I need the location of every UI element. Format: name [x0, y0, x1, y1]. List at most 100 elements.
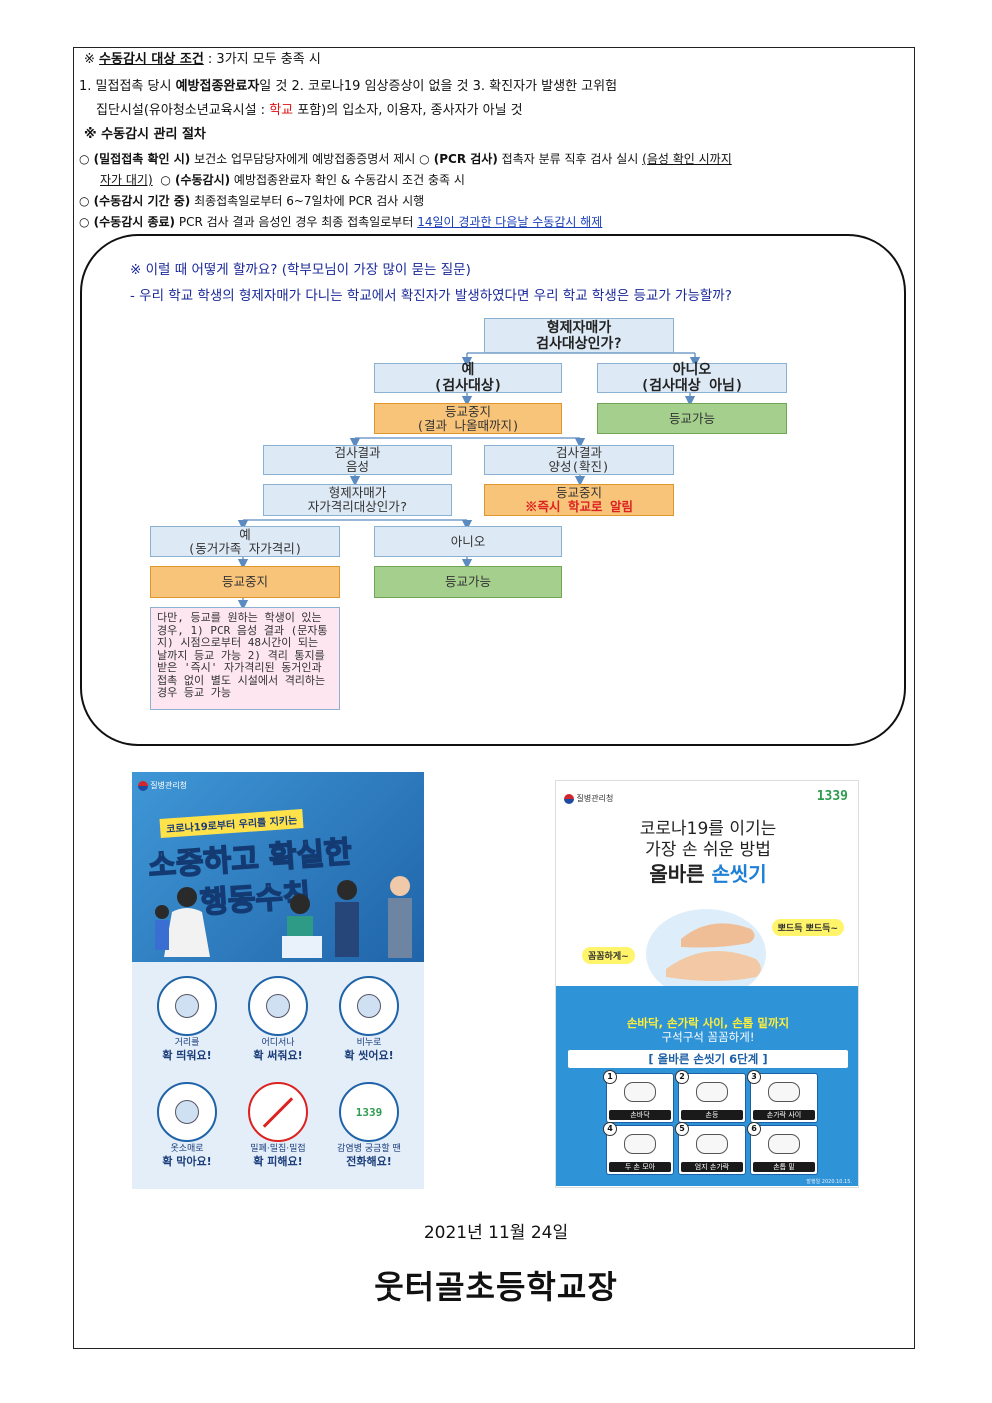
flow-sibling-quarantine: 형제자매가 자가격리대상인가? [263, 484, 452, 516]
flow-stop-positive: 등교중지 ※즉시 학교로 알림 [484, 484, 674, 516]
step-label: 손톱 밑 [753, 1162, 815, 1172]
hands-step-icon [696, 1134, 728, 1154]
flow-no-quarantine: 아니오 [374, 526, 562, 557]
faq-box [80, 234, 906, 746]
step-number: 2 [675, 1070, 689, 1084]
poster2-title-3a: 올바른 [649, 862, 712, 886]
poster2-title-3b: 손씻기 [711, 862, 767, 886]
step-label: 손등 [681, 1110, 743, 1120]
procedure-step-1: ○ (밀접접촉 확인 시) 보건소 업무담당자에게 예방접종증명서 제시 ○ (… [79, 150, 732, 168]
criteria-2c: 포함)의 입소자, 이용자, 종사자가 아닐 것 [293, 103, 523, 118]
step4-text: 최종접촉일로부터 6~7일차에 PCR 검사 시행 [190, 194, 425, 208]
criteria-1b: 예방접종완료자 [175, 79, 260, 94]
step-number: 6 [747, 1122, 761, 1136]
step3-text: 예방접종완료자 확인 & 수동감시 조건 충족 시 [230, 173, 465, 187]
poster1-agency: 질병관리청 [138, 780, 187, 791]
step1-label: ○ (밀접접촉 확인 시) [79, 152, 191, 166]
handwash-step: 6 손톱 밑 [747, 1122, 818, 1175]
distance-icon [157, 976, 217, 1036]
criteria-line-2: 집단시설(유아청소년교육시설 : 학교 포함)의 입소자, 이용자, 종사자가 … [96, 102, 523, 120]
step3-label: ○ (수동감시) [160, 173, 231, 187]
person-washing-icon [282, 894, 322, 958]
step1-text: 보건소 업무담당자에게 예방접종증명서 제시 [190, 152, 420, 166]
poster2-steps-title: [ 올바른 손씻기 6단계 ] [568, 1050, 848, 1068]
page-frame [73, 47, 915, 1349]
flow-yes-test: 예 (검사대상) [374, 362, 562, 394]
criteria-1a: 1. 밀접접촉 당시 [79, 79, 176, 94]
step5-label: ○ (수동감시 종료) [79, 215, 176, 229]
people-illustration [155, 876, 412, 958]
procedure-step-5: ○ (수동감시 종료) PCR 검사 결과 음성인 경우 최종 접촉일로부터 1… [79, 213, 602, 231]
handwash-step: 2 손등 [675, 1070, 746, 1123]
procedure-step-3: 자가 대기) ○ (수동감시) 예방접종완료자 확인 & 수동감시 조건 충족 … [100, 171, 465, 189]
rule-item-line-2: 확 막아요! [162, 1155, 212, 1168]
flow-yes-quarantine: 예 (동거가족 자가격리) [150, 526, 340, 557]
flow-stop-until-result: 등교중지 (결과 나올때까지) [374, 403, 562, 434]
hands-step-icon [768, 1134, 800, 1154]
rule-item-line-1: 감염병 궁금할 땐 [337, 1144, 401, 1154]
flow-stop-2: 등교중지 [150, 566, 340, 598]
mask-icon [248, 976, 308, 1036]
rule-item-line-2: 확 씻어요! [344, 1049, 394, 1062]
step-label: 손바닥 [609, 1110, 671, 1120]
criteria-title-suffix: : 3가지 모두 충족 시 [207, 52, 321, 67]
hands-illustration [646, 909, 766, 999]
criteria-line-1: 1. 밀접접촉 당시 예방접종완료자일 것 2. 코로나19 임상증상이 없을 … [79, 78, 617, 96]
child-icon [155, 905, 169, 950]
handwash-step: 4 두 손 모아 [603, 1122, 674, 1175]
poster2-title-line-3: 올바른 손씻기 [556, 862, 858, 886]
step-label: 손가락 사이 [753, 1110, 815, 1120]
poster2-band-text: 손바닥, 손가락 사이, 손톱 밑까지 구석구석 꼼꼼하게! [ 올바른 손씻기… [556, 1016, 858, 1068]
hands-step-icon [696, 1082, 728, 1102]
step5-text: PCR 검사 결과 음성인 경우 최종 접촉일로부터 [175, 215, 418, 229]
rule-item-line-2: 확 써줘요! [253, 1049, 303, 1062]
no-crowd-icon [248, 1082, 308, 1142]
flow-positive-result: 검사결과 양성(확진) [484, 445, 674, 475]
person-standing-icon [388, 876, 412, 958]
reference-mark: ※ [84, 52, 95, 67]
rule-item-line-1: 밀폐·밀집·밀접 [250, 1144, 306, 1154]
rule-item-line-1: 옷소매로 [170, 1144, 204, 1154]
flow-negative-result: 검사결과 음성 [263, 445, 452, 475]
hand-upper-icon [681, 923, 755, 948]
document-date: 2021년 11월 24일 [423, 1223, 569, 1243]
poster2-agency-text: 질병관리청 [576, 794, 614, 803]
step-number: 3 [747, 1070, 761, 1084]
poster2-band-line-1: 손바닥, 손가락 사이, 손톱 밑까지 [626, 1016, 790, 1030]
criteria-2a: 집단시설(유아청소년교육시설 : [96, 103, 270, 118]
criteria-title-text: 수동감시 대상 조건 [99, 52, 204, 67]
poster2-bubble-right: 뽀드득 뽀드득~ [771, 919, 844, 936]
poster2-title-line-1: 코로나19를 이기는 [639, 819, 777, 839]
poster-handwashing: 질병관리청 1339 코로나19를 이기는 가장 손 쉬운 방법 올바른 손씻기… [555, 780, 859, 1188]
rule-item-line-2: 확 피해요! [253, 1155, 303, 1168]
rule-item-line-1: 어디서나 [261, 1038, 295, 1048]
person-masked-icon [335, 880, 359, 957]
poster2-band-line-2: 구석구석 꼼꼼하게! [661, 1030, 755, 1044]
kdca-logo-icon [564, 793, 574, 804]
step2-label: ○ (PCR 검사) [419, 152, 498, 166]
poster2-agency: 질병관리청 [564, 793, 613, 804]
step2-underline: (음성 확인 시까지 [642, 152, 732, 166]
step-label: 두 손 모아 [609, 1162, 671, 1172]
flow-can-attend-1: 등교가능 [597, 403, 787, 434]
faq-question: ※ 이럴 때 어떻게 할까요? (학부모님이 가장 많이 묻는 질문) [130, 262, 471, 278]
cough-icon [157, 1082, 217, 1142]
criteria-1c: 일 것 2. 코로나19 임상증상이 없을 것 3. 확진자가 발생한 고위험 [259, 79, 618, 94]
hands-step-icon [768, 1082, 800, 1102]
step2-cont: 자가 대기) [100, 173, 153, 187]
poster2-title: 코로나19를 이기는 가장 손 쉬운 방법 올바른 손씻기 [556, 819, 858, 886]
faq-subquestion: - 우리 학교 학생의 형제자매가 다니는 학교에서 확진자가 발생하였다면 우… [130, 288, 732, 304]
step2-text: 접촉자 분류 직후 검사 실시 [497, 152, 643, 166]
flow-arrows [237, 352, 701, 611]
hotline-icon: 1339 [339, 1082, 399, 1142]
criteria-2b: 학교 [269, 103, 294, 118]
step-number: 4 [603, 1122, 617, 1136]
poster2-title-line-2: 가장 손 쉬운 방법 [645, 840, 771, 860]
